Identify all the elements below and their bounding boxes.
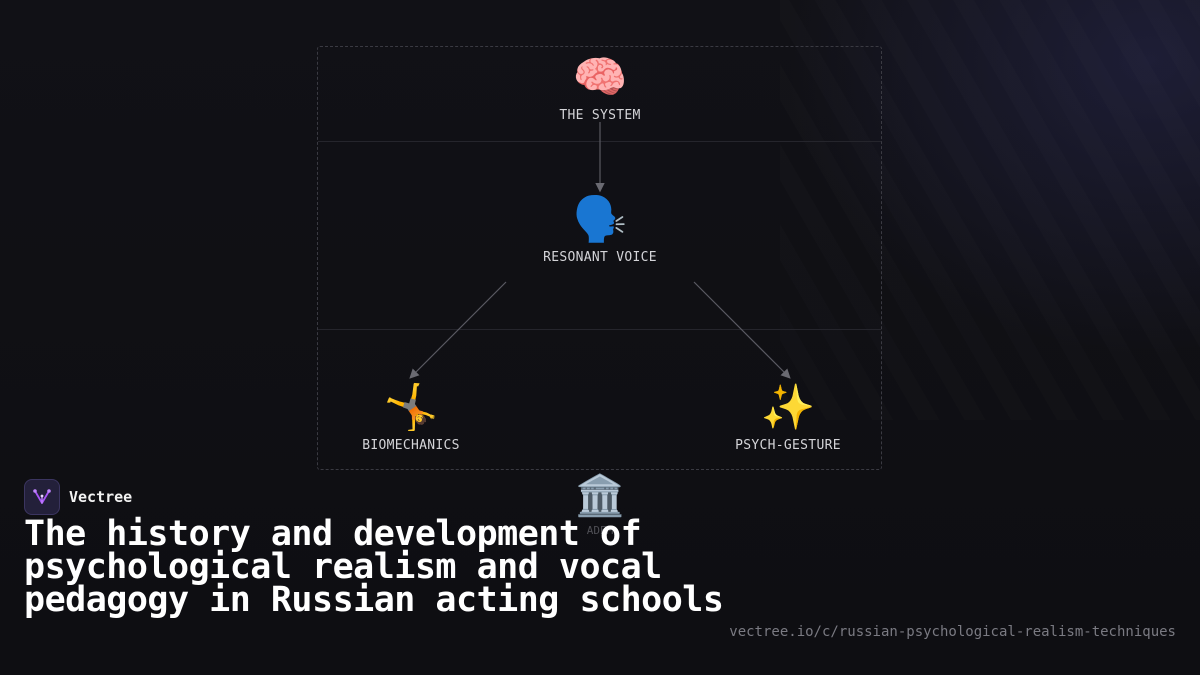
node-the-system: 🧠 THE SYSTEM bbox=[559, 52, 641, 124]
node-biomechanics: 🤸 BIOMECHANICS bbox=[362, 382, 460, 454]
node-resonant-voice: 🗣️ RESONANT VOICE bbox=[543, 194, 657, 266]
node-psych-gesture: ✨ PSYCH-GESTURE bbox=[735, 382, 841, 454]
row-divider bbox=[318, 329, 881, 330]
page-title: The history and development of psycholog… bbox=[24, 514, 724, 620]
vectree-logo-icon bbox=[24, 479, 60, 515]
node-label: PSYCH-GESTURE bbox=[735, 438, 841, 453]
brand[interactable]: Vectree bbox=[24, 479, 132, 515]
node-label: THE SYSTEM bbox=[559, 108, 641, 123]
node-label: BIOMECHANICS bbox=[362, 438, 460, 453]
background-rays bbox=[780, 0, 1200, 420]
node-label: RESONANT VOICE bbox=[543, 250, 657, 265]
page-url[interactable]: vectree.io/c/russian-psychological-reali… bbox=[729, 624, 1176, 640]
cartwheel-icon: 🤸 bbox=[383, 382, 439, 433]
node-partial: 🏛️ ADEM bbox=[575, 474, 625, 537]
row-divider bbox=[318, 141, 881, 142]
brand-name: Vectree bbox=[69, 488, 133, 506]
sparkles-icon: ✨ bbox=[760, 382, 816, 433]
classical-building-icon: 🏛️ bbox=[575, 473, 625, 519]
node-label: ADEM bbox=[586, 524, 614, 537]
brain-icon: 🧠 bbox=[572, 52, 628, 103]
speaking-head-icon: 🗣️ bbox=[572, 194, 628, 245]
